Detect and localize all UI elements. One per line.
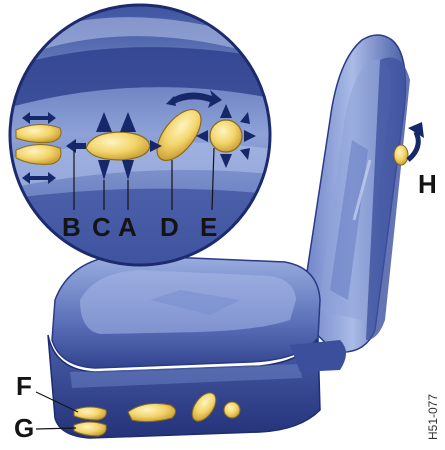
label-a: A <box>118 212 137 242</box>
label-g: G <box>14 413 34 443</box>
backrest-release-lever <box>394 145 408 165</box>
seat-cushion <box>52 255 320 368</box>
label-d: D <box>160 212 179 242</box>
label-c: C <box>92 212 111 242</box>
switch-e-magnified <box>210 120 242 152</box>
curved-arrow-icon <box>408 132 418 160</box>
label-b: B <box>62 212 81 242</box>
label-f: F <box>16 371 32 401</box>
label-h: H <box>418 169 437 199</box>
seat-switch <box>74 407 106 420</box>
label-e: E <box>200 212 217 242</box>
seat-switch <box>224 402 240 418</box>
reference-code: H51-077 <box>426 394 440 440</box>
